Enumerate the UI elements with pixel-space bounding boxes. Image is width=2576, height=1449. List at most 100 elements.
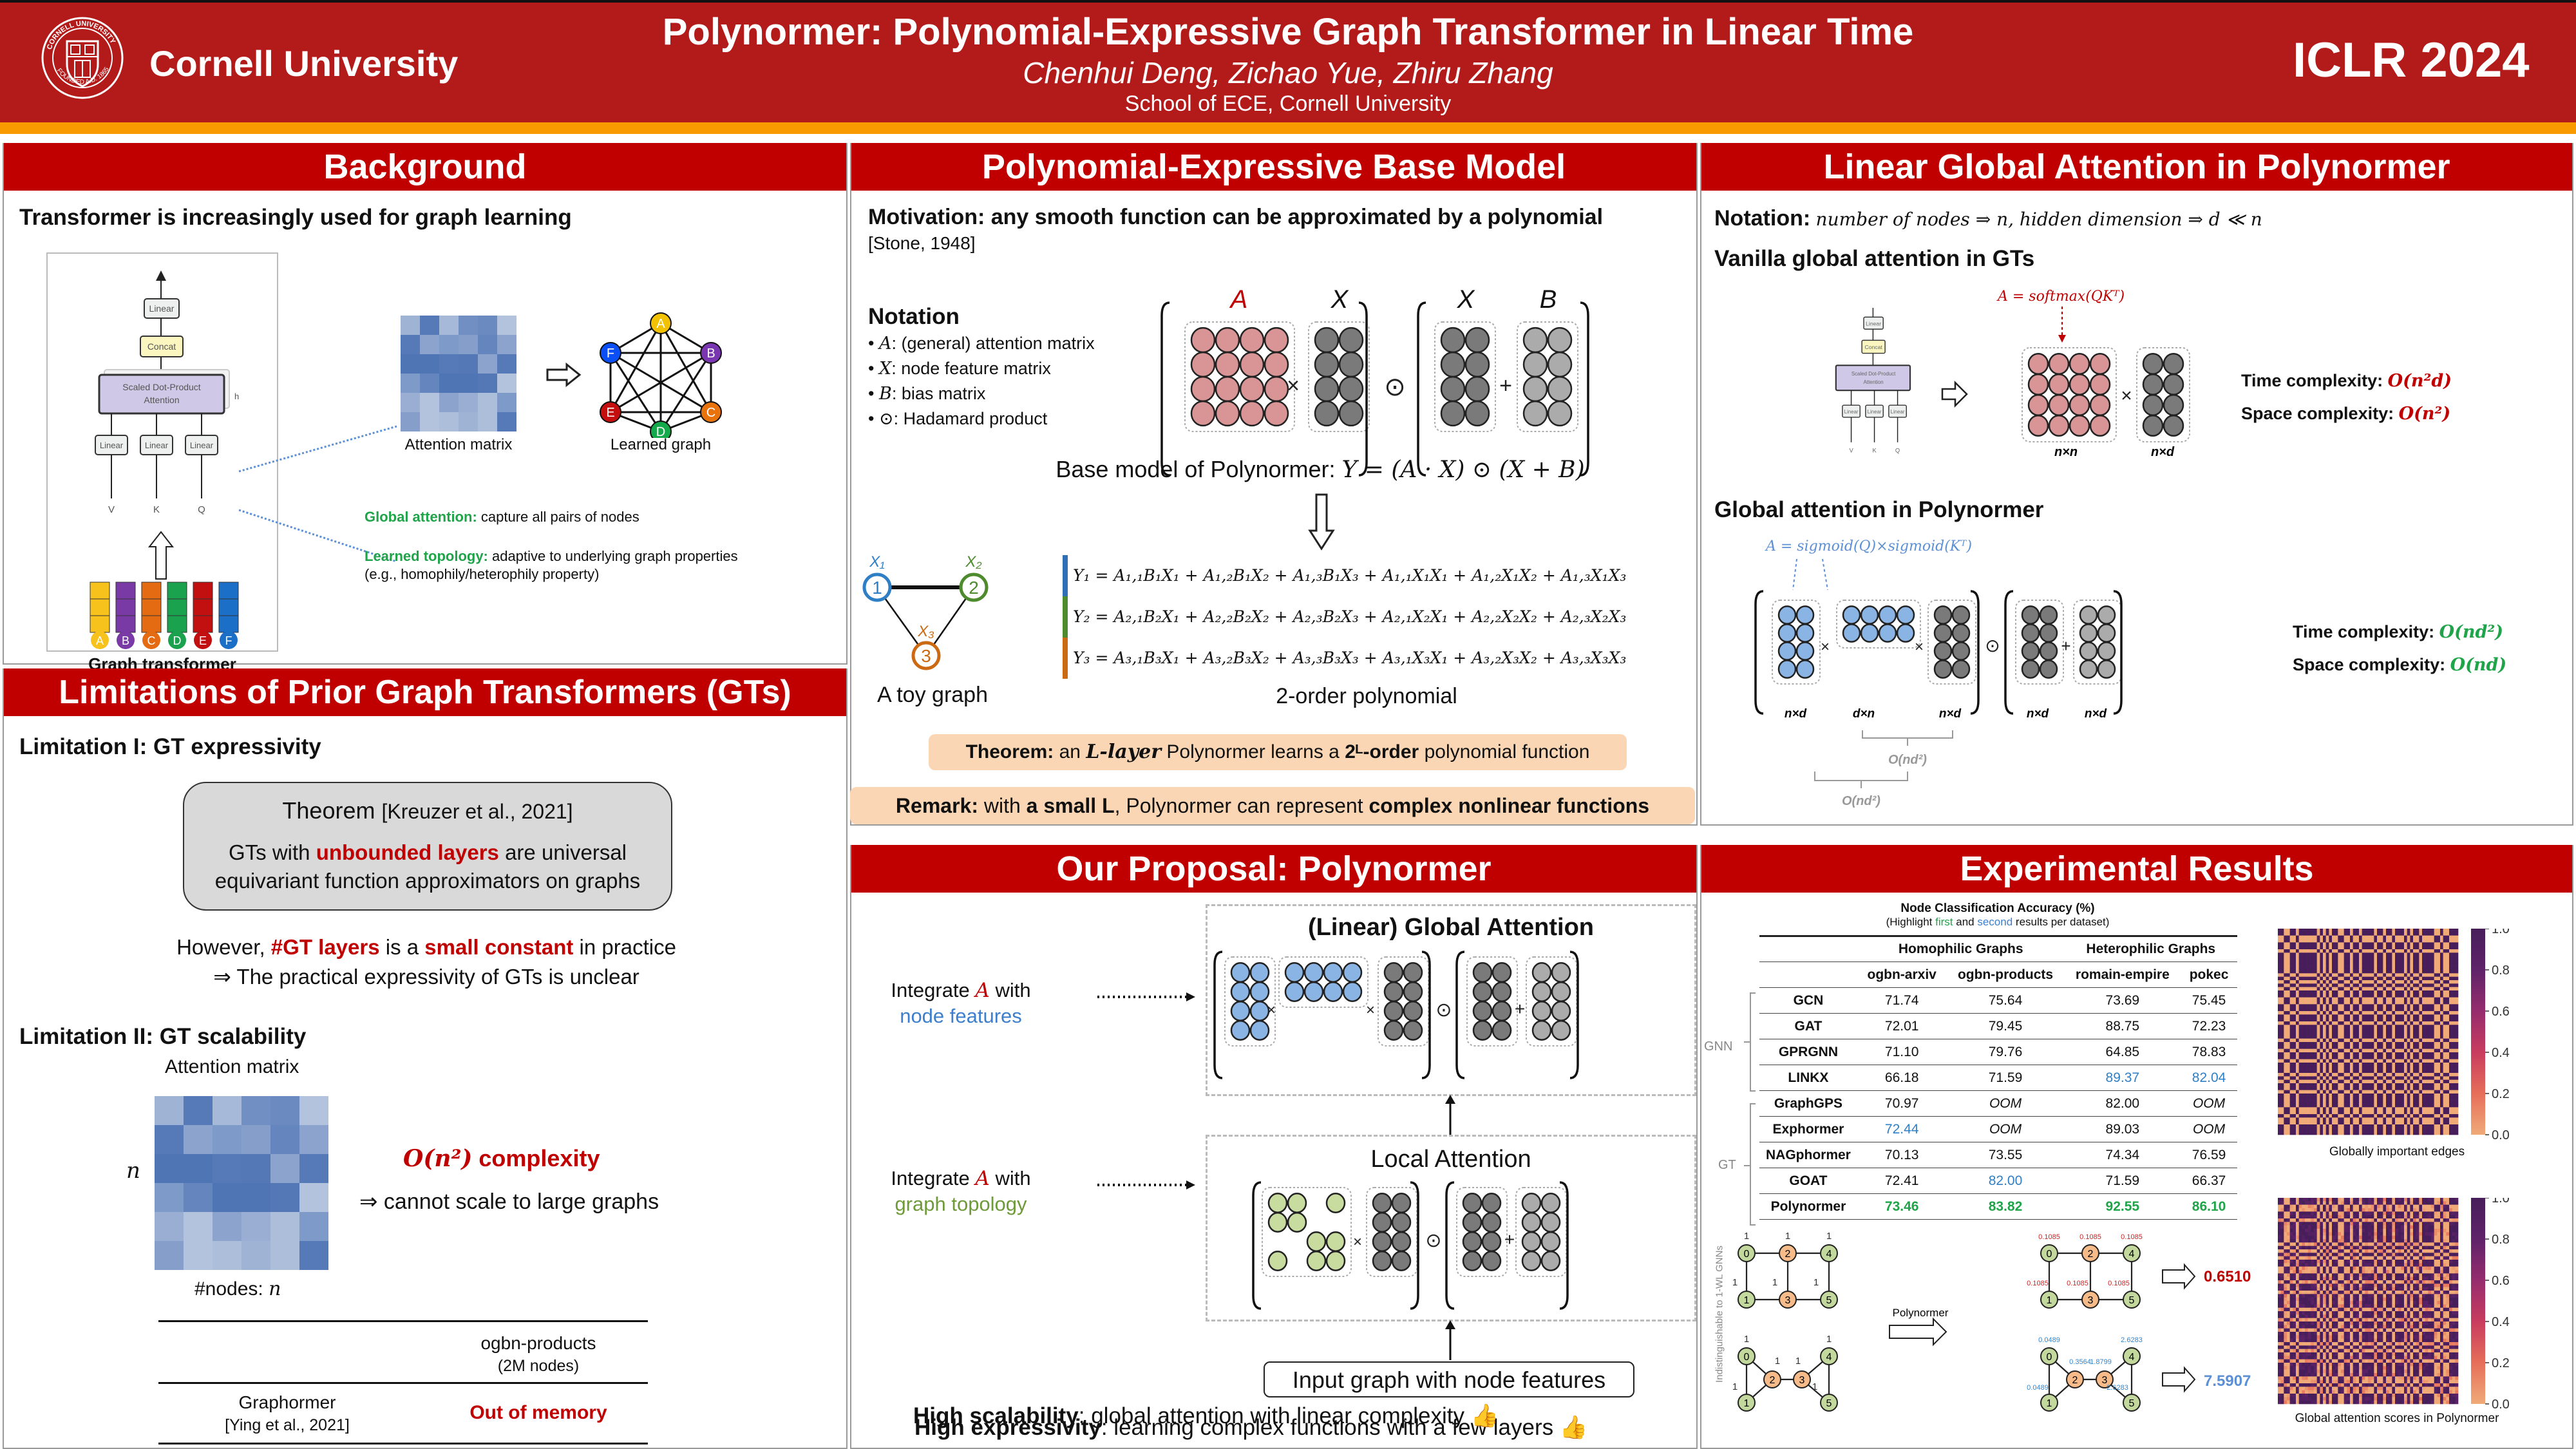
heatmap-cell bbox=[2425, 1232, 2429, 1236]
heatmap-cell bbox=[2416, 1128, 2420, 1132]
heatmap-cell bbox=[2332, 976, 2335, 981]
heatmap-cell bbox=[2329, 929, 2333, 933]
heatmap-cell bbox=[2341, 1069, 2344, 1074]
heatmap-cell bbox=[2287, 1104, 2290, 1108]
heatmap-cell bbox=[2311, 1229, 2315, 1233]
heatmap-cell bbox=[2410, 1100, 2414, 1104]
heatmap-cell bbox=[2344, 1032, 2347, 1036]
heatmap-cell bbox=[2325, 1218, 2329, 1222]
heatmap-cell bbox=[2302, 1028, 2306, 1032]
heatmap-cell bbox=[2368, 987, 2371, 991]
heatmap-cell bbox=[2316, 932, 2320, 936]
heatmap-cell bbox=[2374, 1201, 2378, 1205]
heatmap-cell bbox=[2323, 1201, 2326, 1205]
kt-matrix-frame bbox=[1278, 956, 1368, 1008]
heatmap-cell bbox=[2425, 1004, 2429, 1008]
heatmap-cell bbox=[2278, 1038, 2281, 1043]
accuracy-cell: 70.97 bbox=[1857, 1090, 1947, 1117]
x-matrix-frame bbox=[1456, 1187, 1508, 1277]
heatmap-cell bbox=[2425, 1056, 2429, 1059]
heatmap-cell bbox=[2325, 980, 2329, 984]
heatmap-cell bbox=[2416, 932, 2420, 936]
heatmap-cell bbox=[2284, 1114, 2287, 1118]
heatmap-cell bbox=[2296, 1052, 2299, 1056]
heatmap-cell bbox=[2404, 1121, 2407, 1125]
heatmap-cell bbox=[2368, 1045, 2371, 1049]
heatmap-cell bbox=[2413, 1107, 2416, 1111]
heatmap-cell bbox=[2362, 1038, 2365, 1043]
heatmap-cell bbox=[2428, 990, 2432, 994]
matrix-a-frame bbox=[1184, 321, 1295, 432]
heatmap-cell bbox=[2332, 1042, 2335, 1046]
heatmap-cell bbox=[2407, 1094, 2410, 1097]
heatmap-cell bbox=[2329, 1131, 2333, 1135]
heatmap-cell bbox=[2383, 1021, 2387, 1025]
heatmap-cell bbox=[2419, 1042, 2423, 1046]
heatmap-cell bbox=[2392, 1079, 2396, 1084]
heatmap-cell bbox=[2398, 1201, 2401, 1205]
accuracy-cell: 73.55 bbox=[1946, 1142, 2065, 1168]
heatmap-cell bbox=[2452, 1131, 2456, 1135]
heatmap-cell bbox=[2280, 932, 2284, 936]
heatmap-cell bbox=[2320, 1204, 2324, 1209]
heatmap-cell bbox=[2395, 952, 2398, 956]
v-matrix-cell bbox=[1403, 1001, 1423, 1021]
heatmap-cell bbox=[2440, 1097, 2443, 1101]
heatmap-cell bbox=[2305, 942, 2308, 946]
heatmap-cell bbox=[2338, 1035, 2342, 1039]
heatmap-cell bbox=[2419, 1110, 2423, 1115]
heatmap-cell bbox=[2431, 1208, 2434, 1212]
heatmap-cell bbox=[2404, 1048, 2407, 1053]
heatmap-cell bbox=[2404, 990, 2407, 994]
heatmap-cell bbox=[2383, 945, 2387, 950]
heatmap-cell bbox=[2311, 1110, 2315, 1115]
heatmap-cell bbox=[2329, 1025, 2333, 1028]
heatmap-cell bbox=[2316, 1001, 2320, 1005]
heatmap-cell bbox=[2280, 1021, 2284, 1025]
heatmap-cell bbox=[2449, 1076, 2452, 1080]
heatmap-cell bbox=[2398, 1048, 2401, 1053]
heatmap-cell bbox=[2368, 1056, 2371, 1059]
heatmap-cell bbox=[2383, 1225, 2387, 1229]
heatmap-cell bbox=[2440, 1038, 2443, 1043]
heatmap-cell bbox=[2293, 1056, 2297, 1059]
heatmap-cell bbox=[2395, 1100, 2398, 1104]
heatmap-cell bbox=[2298, 1198, 2302, 1202]
q-matrix-cell bbox=[1249, 981, 1270, 1002]
heatmap-cell bbox=[2425, 949, 2429, 953]
heatmap-cell bbox=[2278, 1032, 2281, 1036]
heatmap-cell bbox=[2389, 1059, 2392, 1063]
heatmap-cell bbox=[2362, 1211, 2365, 1215]
heatmap-cell bbox=[2425, 1028, 2429, 1032]
heatmap-cell bbox=[2365, 939, 2369, 943]
node-label: D bbox=[173, 634, 182, 647]
heatmap-cell bbox=[2296, 1059, 2299, 1063]
heatmap-cell bbox=[2287, 1004, 2290, 1008]
heatmap-cell bbox=[2359, 939, 2362, 943]
v-matrix-cell bbox=[1372, 1231, 1392, 1252]
heatmap-cell bbox=[2455, 949, 2459, 953]
heatmap-cell bbox=[2410, 935, 2414, 940]
heatmap-cell bbox=[2311, 1215, 2315, 1219]
heatmap-cell bbox=[2443, 1052, 2447, 1056]
heatmap-cell bbox=[2362, 1100, 2365, 1104]
heatmap-cell bbox=[2338, 1076, 2342, 1080]
heatmap-cell bbox=[2380, 1198, 2383, 1202]
heatmap-cell bbox=[2398, 932, 2401, 936]
heatmap-cell bbox=[2350, 997, 2353, 1001]
heatmap-cell bbox=[2353, 980, 2356, 984]
heatmap-cell bbox=[2437, 1066, 2441, 1070]
heatmap-cell bbox=[2296, 1056, 2299, 1059]
heatmap-cell bbox=[2368, 1104, 2371, 1108]
heatmap-cell bbox=[2398, 942, 2401, 946]
heatmap-cell bbox=[2293, 1204, 2297, 1209]
heatmap-cell bbox=[2332, 1121, 2335, 1125]
heatmap-cell bbox=[2392, 1032, 2396, 1036]
heatmap-cell bbox=[2428, 1097, 2432, 1101]
heatmap1-caption: Globally important edges bbox=[2329, 1145, 2465, 1159]
heatmap-cell bbox=[2278, 1229, 2281, 1233]
heatmap-cell bbox=[2341, 1052, 2344, 1056]
heatmap-cell bbox=[2392, 966, 2396, 971]
heatmap-cell bbox=[2449, 976, 2452, 981]
heatmap-cell bbox=[2307, 994, 2311, 998]
